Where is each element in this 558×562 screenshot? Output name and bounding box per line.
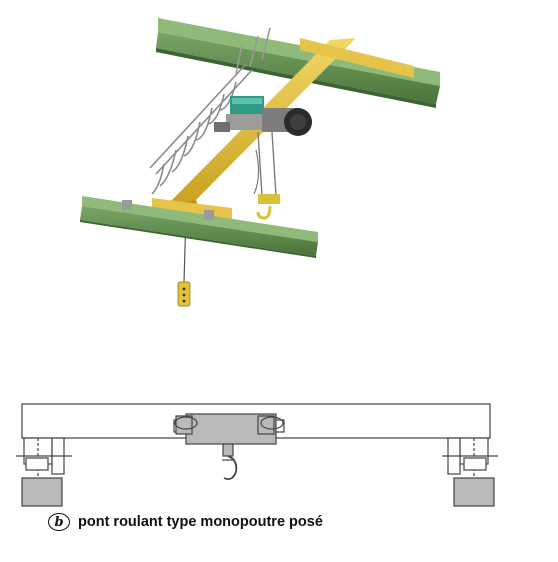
end-carriage-wheels bbox=[122, 200, 214, 220]
festoon-cable-system bbox=[149, 27, 271, 195]
schematic-right-end-truck bbox=[442, 437, 498, 507]
hoist-hook-block bbox=[253, 131, 280, 220]
hoist-trolley bbox=[214, 96, 312, 136]
crane-schematic bbox=[16, 403, 498, 507]
figure-caption: b pont roulant type monopoutre posé bbox=[48, 510, 323, 534]
schematic-hook bbox=[222, 443, 238, 481]
front-runway-beam bbox=[80, 196, 318, 258]
caption-letter-badge: b bbox=[48, 513, 70, 531]
caption-text: pont roulant type monopoutre posé bbox=[78, 514, 323, 530]
crane-3d-view bbox=[80, 18, 440, 307]
schematic-trolley bbox=[173, 413, 285, 445]
schematic-left-end-truck bbox=[16, 437, 72, 507]
